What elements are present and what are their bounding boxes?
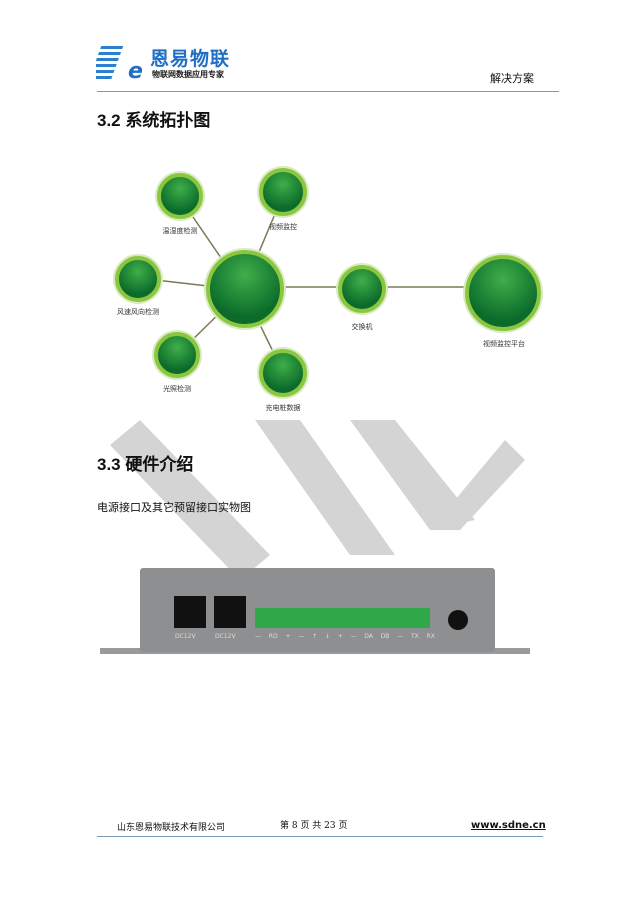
footer-rule [97,836,543,837]
caption: 电源接口及其它预留接口实物图 [97,501,251,514]
pin-label: DA [364,633,373,640]
logo-icon: e [96,46,143,80]
label-video: 视频监控 [269,223,297,231]
label-charge: 充电桩数据 [265,404,301,412]
section-title: 3.2 系统拓扑图 [97,111,211,130]
footer-website[interactable]: www.sdne.cn [471,820,546,831]
pin-label: — [397,633,404,640]
pin-label: TX [411,633,419,640]
node-wind [115,256,161,302]
label-switch: 交换机 [351,323,373,331]
footer-company: 山东恩易物联技术有限公司 [117,823,226,833]
pin-label: RX [426,633,435,640]
label-temp: 温湿度检测 [162,227,198,235]
svg-text:e: e [128,59,143,80]
pin-label: + [285,633,291,640]
pin-label: ↓ [324,633,330,640]
label-platform: 视频监控平台 [483,340,525,348]
device-photo: DC12V DC12V — RO + — ↑ ↓ + — DA DB — TX RX [100,566,530,658]
section-title: 3.3 硬件介绍 [97,455,194,474]
footer-page: 第 8 页 共 23 页 [280,821,348,831]
header-rule [97,91,559,92]
dc-label: DC12V [175,633,196,640]
header-section: 解决方案 [490,72,534,85]
node-gateway [206,250,284,328]
node-light [154,332,200,378]
topology-links [137,194,465,373]
pin-label: — [298,633,305,640]
dc-label: DC12V [215,633,236,640]
node-video [259,168,307,216]
node-switch [338,265,386,313]
pin-label: ↑ [312,633,318,640]
pin-label: RO [268,633,278,640]
brand-slogan: 物联网数据应用专家 [152,70,224,79]
pin-label: DB [380,633,390,640]
node-temp-humidity [157,173,203,219]
node-platform [465,255,541,331]
brand-name: 恩易物联 [150,48,231,70]
node-charge [259,349,307,397]
pin-label: — [350,633,357,640]
label-light: 光照检测 [163,385,191,393]
pin-label: + [337,633,343,640]
label-wind: 风速风向检测 [117,308,159,316]
pin-label: — [255,633,261,640]
